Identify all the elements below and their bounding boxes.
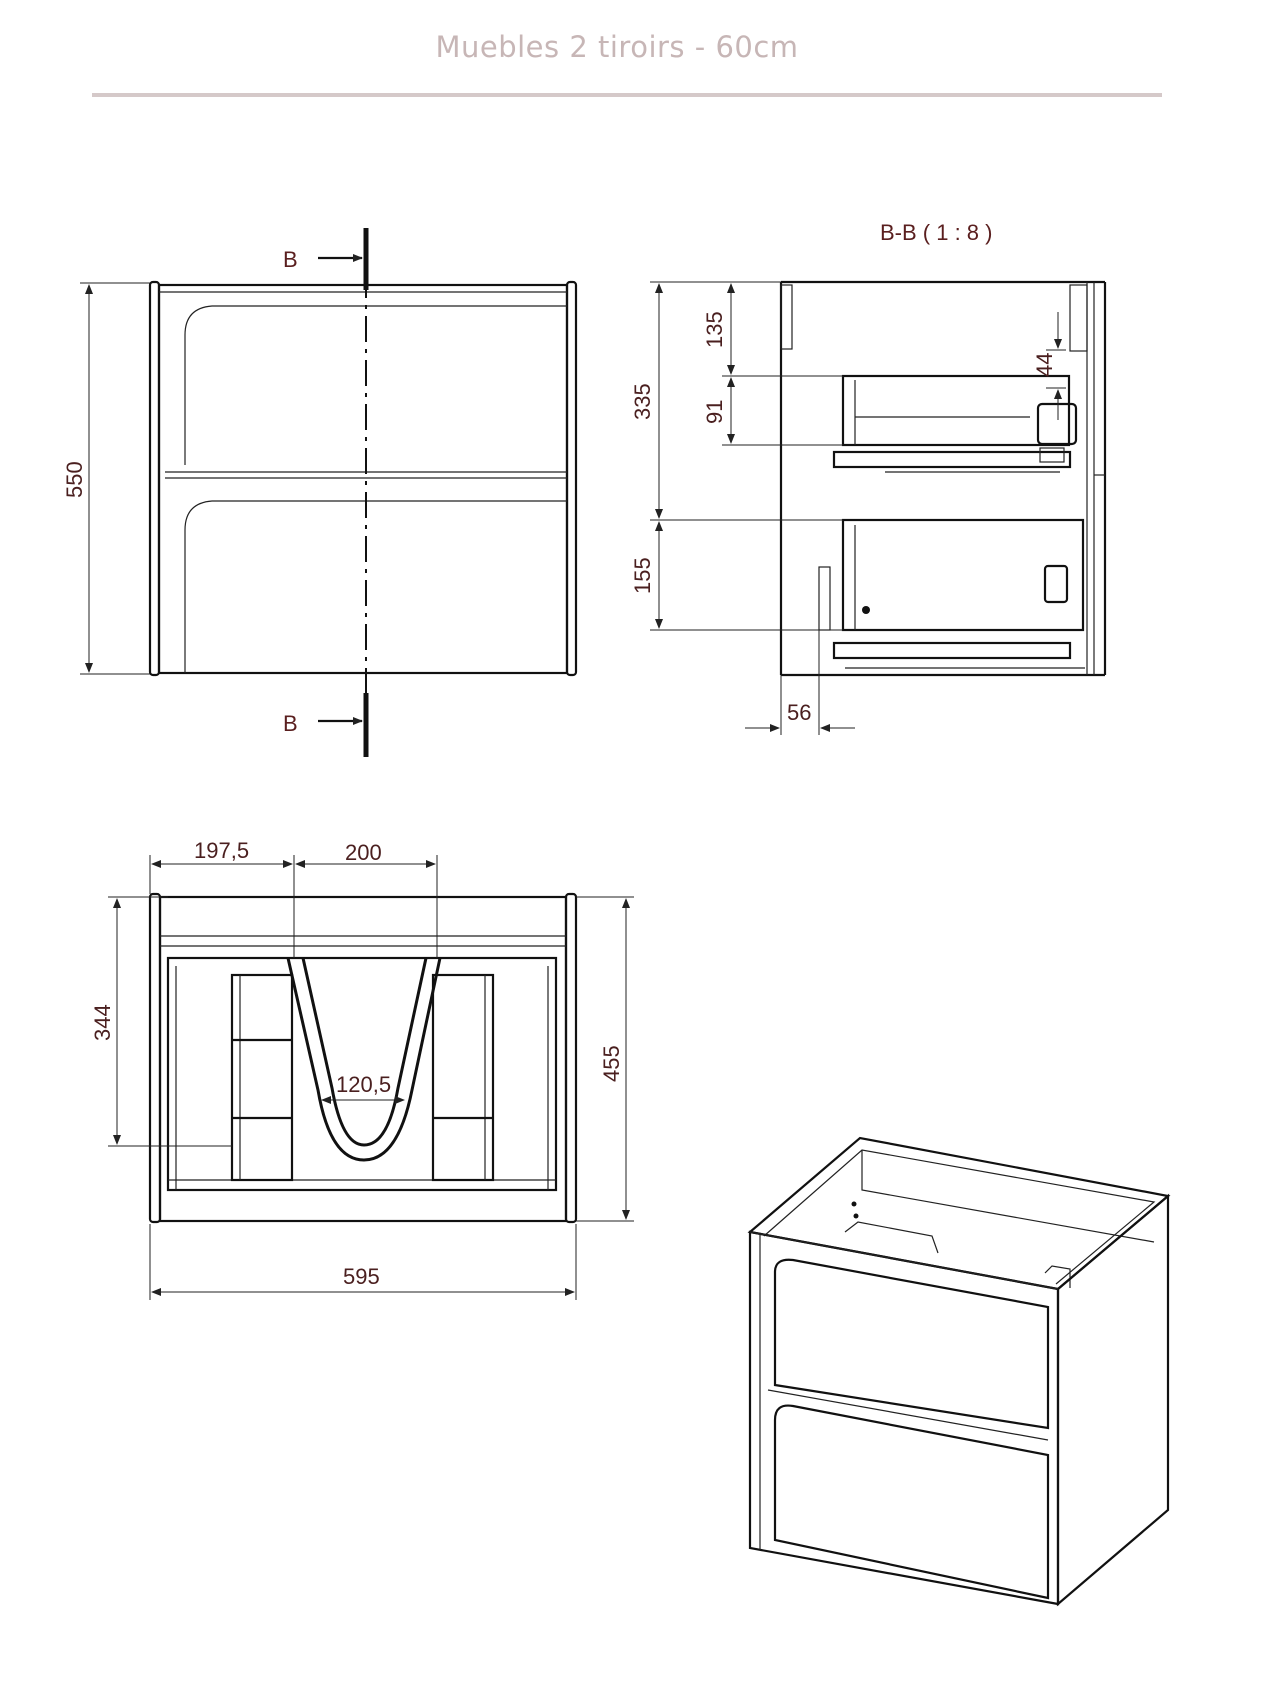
- section-label-top: B: [283, 247, 298, 272]
- iso-side-panel: [1056, 1193, 1170, 1607]
- dim-155: 155: [630, 557, 655, 594]
- siphon-cutout: [286, 957, 442, 1162]
- front-lower-drawer: [184, 500, 567, 673]
- page-title: Muebles 2 tiroirs - 60cm: [435, 30, 799, 64]
- front-upper-drawer: [184, 305, 567, 465]
- dim-455: 455: [599, 1045, 624, 1082]
- section-lower-handle: [1043, 564, 1069, 604]
- section-label-bottom: B: [283, 711, 298, 736]
- section-lower-runner: [832, 641, 1072, 660]
- top-drawer-box: [166, 956, 558, 1192]
- dim-335: 335: [630, 383, 655, 420]
- dim-135: 135: [702, 311, 727, 348]
- dim-120-5: 120,5: [336, 1072, 391, 1097]
- front-height-dim: 550: [62, 461, 87, 498]
- dim-44: 44: [1032, 353, 1057, 377]
- title-divider: [92, 93, 1162, 97]
- iso-front: [748, 1230, 1060, 1606]
- isometric-view: [747, 1136, 1171, 1607]
- front-carcass: [157, 283, 569, 675]
- section-upper-runner: [832, 450, 1072, 469]
- front-left-upright: [148, 280, 161, 677]
- dim-595: 595: [343, 1264, 380, 1289]
- dim-56: 56: [787, 700, 811, 725]
- iso-upper-drawer: [773, 1258, 1050, 1430]
- top-carcass: [158, 895, 568, 1223]
- section-lower-drawer: [841, 518, 1085, 632]
- iso-lower-drawer: [773, 1404, 1050, 1600]
- dim-91: 91: [702, 400, 727, 424]
- section-view-title: B-B ( 1 : 8 ): [880, 220, 992, 245]
- front-right-upright: [565, 280, 578, 677]
- top-view: 197,5 200 120,5 344 455 595: [90, 838, 634, 1300]
- iso-top-frame: [747, 1136, 1171, 1291]
- section-upper-drawer: [841, 374, 1071, 447]
- dim-197-5: 197,5: [194, 838, 249, 863]
- section-view: B-B ( 1 : 8 ): [630, 220, 1107, 735]
- dim-344: 344: [90, 1004, 115, 1041]
- dim-200: 200: [345, 840, 382, 865]
- front-view: B B 550: [62, 228, 578, 757]
- section-upper-handle: [1036, 402, 1078, 446]
